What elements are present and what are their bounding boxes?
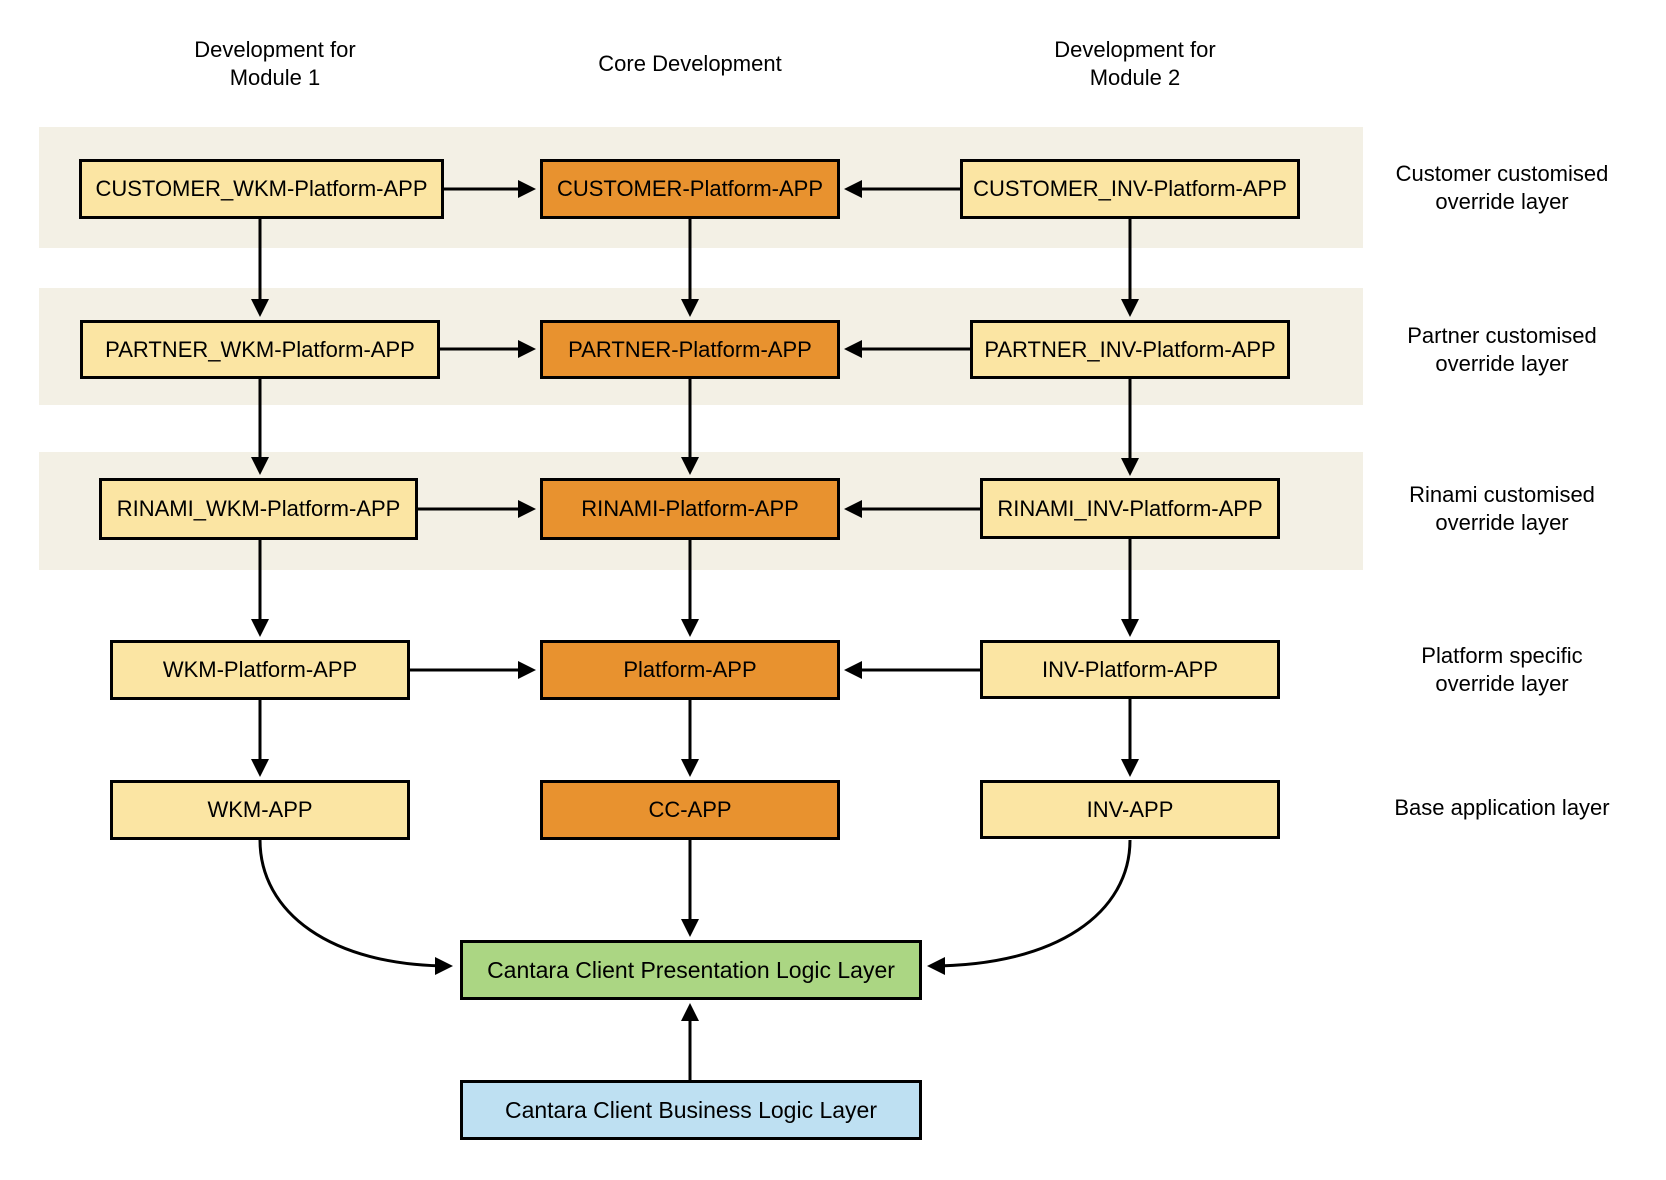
arrow-invapp-to-presentation xyxy=(927,839,1132,975)
label-platform-specific-layer: Platform specific override layer xyxy=(1362,642,1642,698)
column-header-module1: Development for Module 1 xyxy=(125,36,425,92)
node-wkm-platform-app: WKM-Platform-APP xyxy=(110,640,410,700)
node-rinami-wkm-platform-app: RINAMI_WKM-Platform-APP xyxy=(99,478,418,540)
node-wkm-app: WKM-APP xyxy=(110,780,410,840)
node-customer-wkm-platform-app: CUSTOMER_WKM-Platform-APP xyxy=(79,159,444,219)
label-partner-line1: Partner customised xyxy=(1407,323,1597,348)
curved-arrows-to-presentation xyxy=(258,839,1132,975)
label-base-line1: Base application layer xyxy=(1394,795,1610,820)
node-platform-app: Platform-APP xyxy=(540,640,840,700)
node-inv-platform-app: INV-Platform-APP xyxy=(980,640,1280,699)
label-base-application-layer: Base application layer xyxy=(1362,794,1642,822)
label-rinami-line1: Rinami customised xyxy=(1409,482,1595,507)
node-partner-platform-app: PARTNER-Platform-APP xyxy=(540,320,840,379)
node-rinami-platform-app: RINAMI-Platform-APP xyxy=(540,478,840,540)
label-platform-line1: Platform specific xyxy=(1421,643,1583,668)
label-customer-customised-layer: Customer customised override layer xyxy=(1362,160,1642,216)
label-platform-line2: override layer xyxy=(1435,671,1569,696)
label-partner-line2: override layer xyxy=(1435,351,1569,376)
node-partner-inv-platform-app: PARTNER_INV-Platform-APP xyxy=(970,320,1290,379)
node-cantara-business-logic-layer: Cantara Client Business Logic Layer xyxy=(460,1080,922,1140)
node-customer-inv-platform-app: CUSTOMER_INV-Platform-APP xyxy=(960,159,1300,219)
column-header-module2-line1: Development for xyxy=(1054,37,1216,62)
node-rinami-inv-platform-app: RINAMI_INV-Platform-APP xyxy=(980,478,1280,539)
column-header-module2: Development for Module 2 xyxy=(985,36,1285,92)
column-header-module1-line1: Development for xyxy=(194,37,356,62)
node-customer-platform-app: CUSTOMER-Platform-APP xyxy=(540,159,840,219)
horizontal-arrows-right-to-core xyxy=(844,180,980,679)
column-header-core-line1: Core Development xyxy=(598,51,782,76)
arrow-wkmapp-to-presentation xyxy=(258,839,453,975)
label-partner-customised-layer: Partner customised override layer xyxy=(1362,322,1642,378)
node-cantara-presentation-logic-layer: Cantara Client Presentation Logic Layer xyxy=(460,940,922,1000)
node-partner-wkm-platform-app: PARTNER_WKM-Platform-APP xyxy=(80,320,440,379)
node-inv-app: INV-APP xyxy=(980,780,1280,839)
column-header-module2-line2: Module 2 xyxy=(1089,65,1181,90)
label-customer-line1: Customer customised xyxy=(1395,161,1609,186)
label-rinami-customised-layer: Rinami customised override layer xyxy=(1362,481,1642,537)
label-rinami-line2: override layer xyxy=(1435,510,1569,535)
label-customer-line2: override layer xyxy=(1435,189,1569,214)
node-cc-app: CC-APP xyxy=(540,780,840,840)
column-header-core: Core Development xyxy=(540,50,840,78)
horizontal-arrows-left-to-core xyxy=(410,180,536,679)
column-header-module1-line2: Module 1 xyxy=(229,65,321,90)
